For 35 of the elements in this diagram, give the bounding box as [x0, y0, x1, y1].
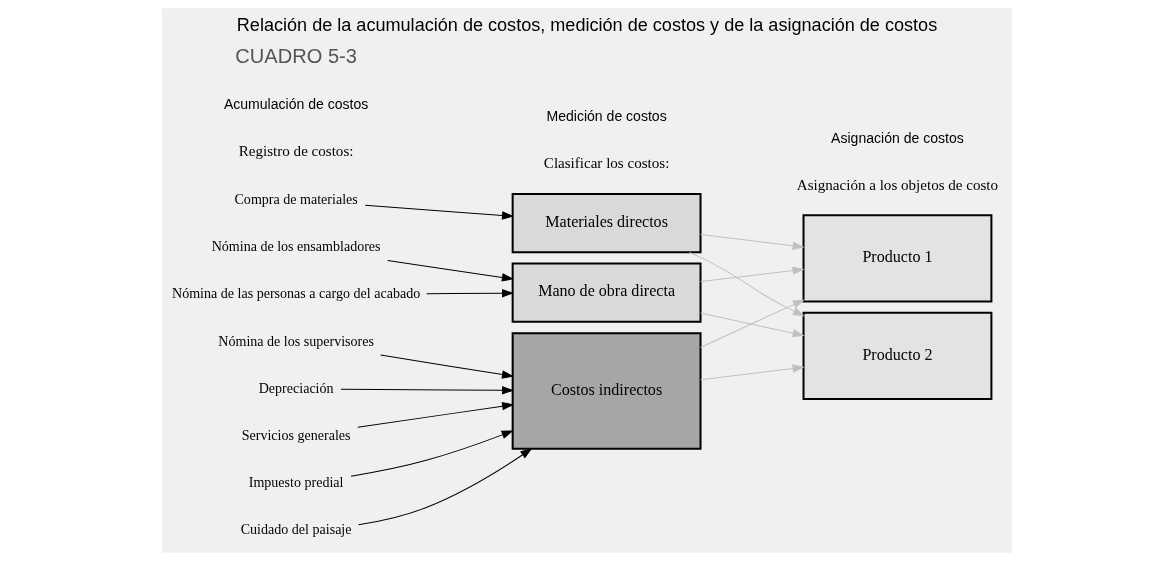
node-box: Materiales directos [511, 193, 702, 254]
arrow [688, 251, 804, 317]
label: Medición de costos [545, 108, 667, 125]
node-box: Mano de obra directa [511, 262, 702, 323]
arrow [699, 234, 804, 250]
label: Registro de costos: [238, 143, 353, 160]
arrow [699, 299, 804, 348]
arrow [364, 204, 513, 220]
label: Clasificar los costos: [543, 155, 669, 172]
label: CUADRO 5-3 [234, 45, 357, 68]
node-text: Nómina de las personas a cargo del acabado [171, 285, 420, 302]
label: Acumulación de costos [223, 96, 368, 113]
arrow [699, 312, 804, 338]
diagram-title: Relación de la acumulación de costos, medición de costos y de la asignación de costos [236, 14, 937, 35]
arrow [379, 354, 513, 379]
arrow [357, 448, 532, 526]
node-text: Compra de materiales [234, 190, 358, 207]
arrow [356, 402, 513, 428]
node-text: Depreciación [258, 379, 334, 396]
label: Asignación de costos [830, 129, 964, 146]
node-box: Producto 2 [802, 311, 992, 401]
node-text: Impuesto predial [248, 474, 344, 491]
node-text: Cuidado del paisaje [240, 521, 352, 538]
node-text: Servicios generales [241, 426, 351, 443]
arrow [340, 386, 513, 395]
arrow [699, 364, 804, 381]
label: Asignación a los objetos de costo [796, 176, 998, 193]
arrow [699, 266, 804, 283]
node-box: Producto 1 [802, 214, 992, 303]
arrow [386, 260, 513, 282]
node-text: Nómina de los ensambladores [211, 238, 381, 255]
node-box: Costos indirectos [511, 332, 702, 450]
arrow [425, 289, 513, 298]
arrow [350, 430, 513, 477]
node-text: Nómina de los supervisores [217, 332, 374, 349]
